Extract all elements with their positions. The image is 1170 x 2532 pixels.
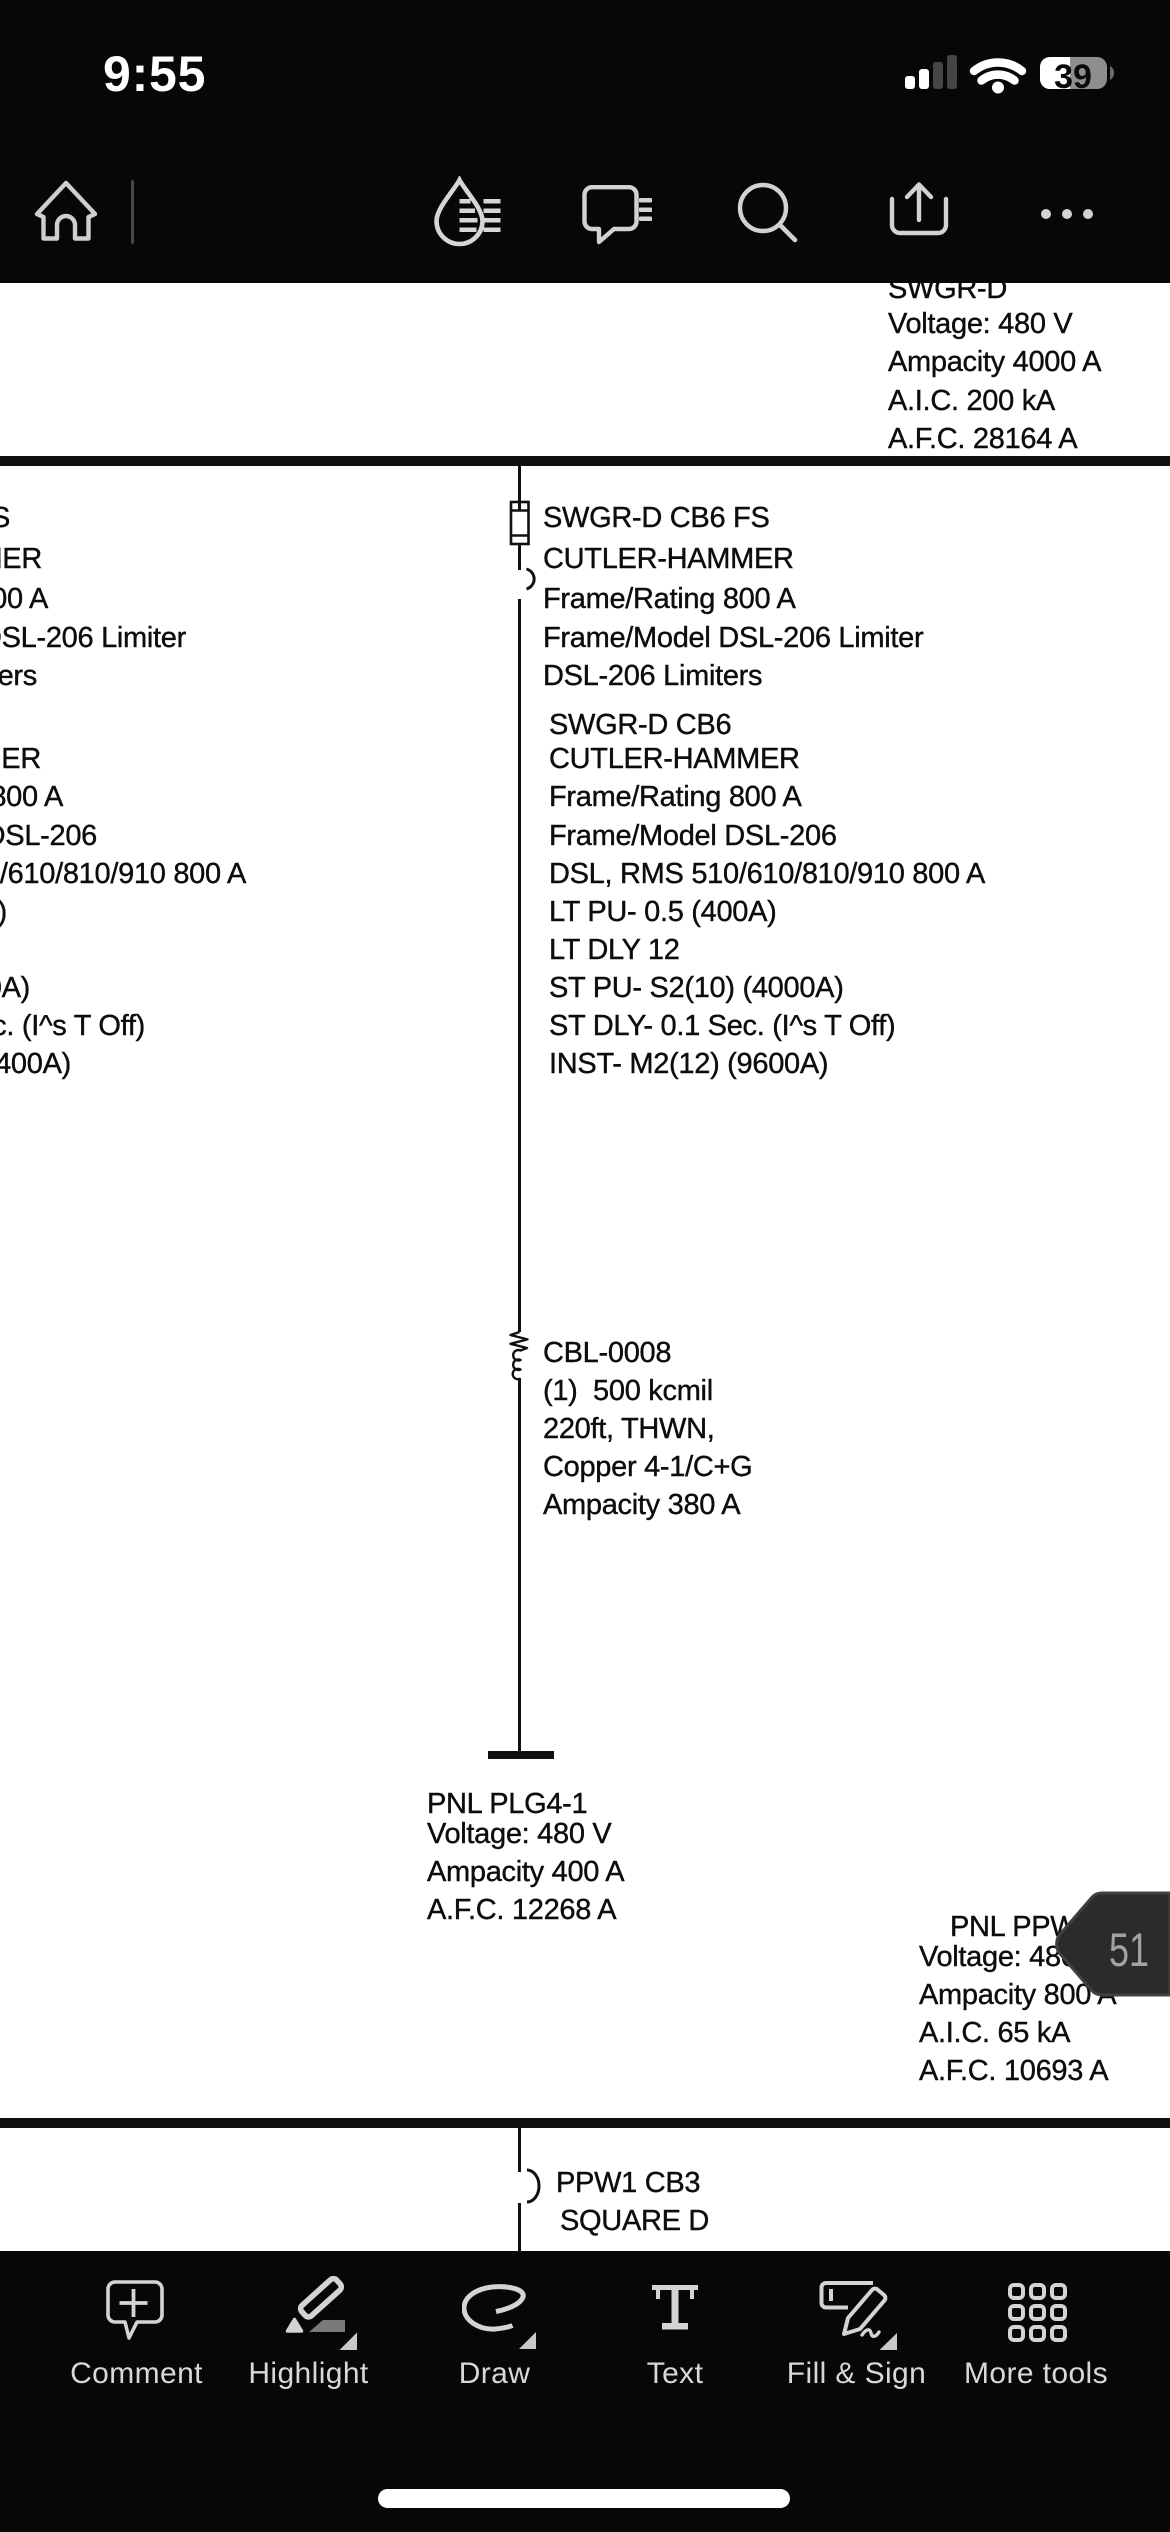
svg-text:51: 51	[1109, 1923, 1149, 1976]
svg-text:39: 39	[1054, 58, 1092, 96]
